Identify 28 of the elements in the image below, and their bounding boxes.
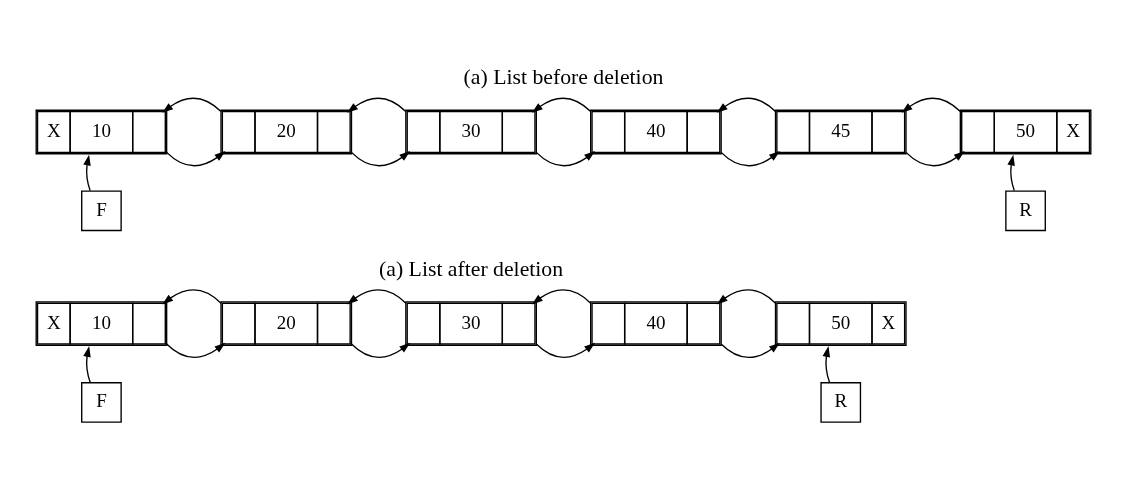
arrow: [83, 346, 91, 384]
arrow: [901, 97, 962, 113]
arrow: [1007, 154, 1015, 192]
arrow: [350, 151, 411, 167]
arrow: [905, 151, 965, 167]
arrow: [162, 97, 222, 113]
arrow: [347, 289, 407, 305]
node-box: R: [1005, 190, 1046, 232]
arrow: [165, 342, 226, 359]
arrow: [720, 151, 780, 167]
node-box: F: [81, 190, 122, 232]
arrow: [532, 97, 592, 113]
label: (a) List after deletion: [379, 256, 564, 281]
arrow: [716, 97, 777, 113]
label: (a) List before deletion: [463, 65, 664, 90]
arrow: [535, 151, 595, 167]
arrow: [822, 346, 831, 384]
arrow: [716, 289, 777, 305]
arrow: [720, 342, 780, 359]
arrow: [162, 289, 222, 305]
node-box: R: [820, 382, 862, 423]
arrow: [347, 97, 407, 113]
node-box: F: [81, 382, 122, 423]
arrow: [165, 151, 226, 167]
arrow: [535, 342, 595, 359]
arrow: [350, 342, 411, 359]
arrow: [83, 154, 91, 192]
arrow: [532, 289, 592, 305]
